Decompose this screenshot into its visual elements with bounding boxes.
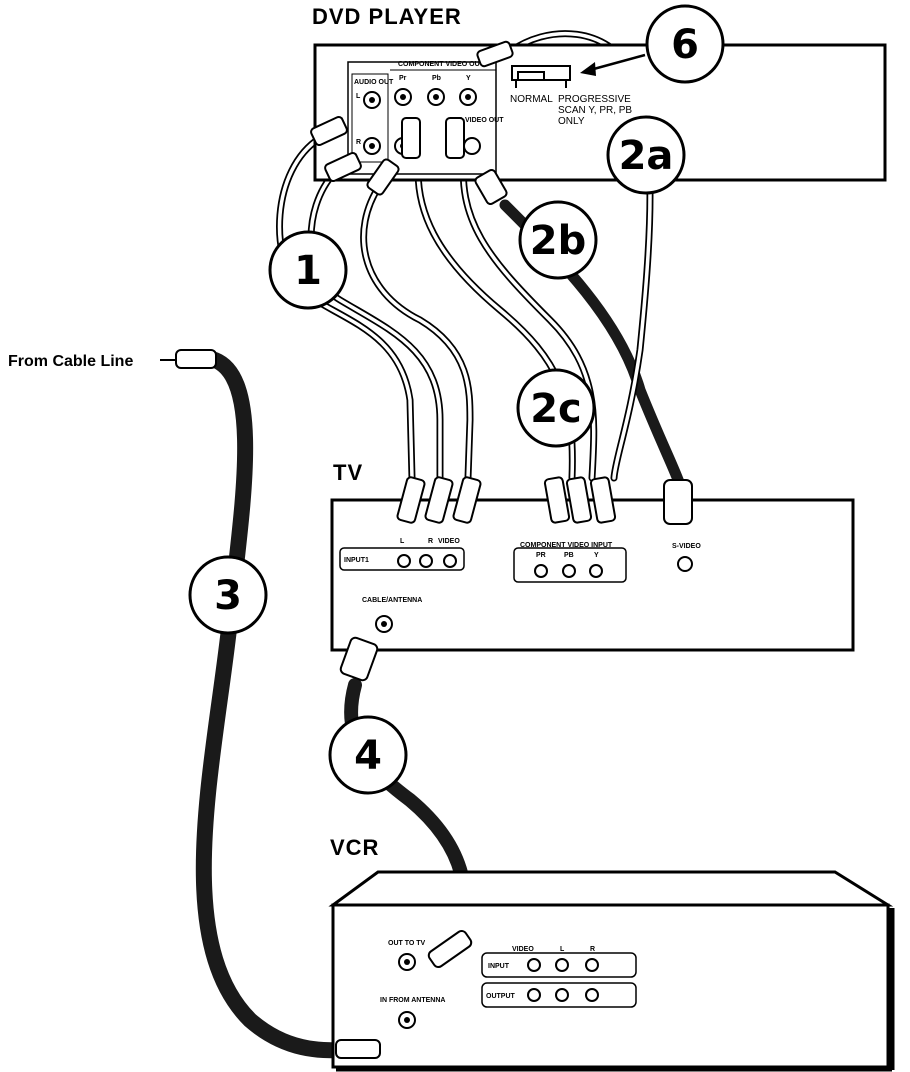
cable-line-source: From Cable Line: [8, 349, 217, 370]
step-2b-number: 2b: [530, 218, 586, 264]
vcr-title: VCR: [330, 835, 379, 860]
tv-video-label: VIDEO: [438, 538, 460, 545]
tv-svideo-jack: [677, 556, 693, 572]
scan-switch: [511, 65, 571, 88]
vcr-input-r-jack: [585, 958, 599, 972]
dvd-audio-r-label: R: [356, 139, 361, 146]
dvd-pr-label: Pr: [399, 75, 407, 82]
tv-pb-jack: [562, 564, 576, 578]
dvd-pb-label: Pb: [432, 75, 441, 82]
dvd-player-title: DVD PLAYER: [312, 4, 462, 29]
step-2a-number: 2a: [619, 133, 674, 179]
vcr-input-label: INPUT: [488, 963, 510, 970]
vcr-input-l-jack: [555, 958, 569, 972]
vcr-l-label: L: [560, 946, 565, 953]
dvd-y-label: Y: [466, 75, 471, 82]
tv-pb-label: PB: [564, 552, 574, 559]
step-4-number: 4: [354, 733, 382, 779]
step-3-badge: 3: [188, 555, 268, 635]
vcr-r-label: R: [590, 946, 595, 953]
tv-pr-label: PR: [536, 552, 546, 559]
step-1-number: 1: [294, 248, 322, 294]
dvd-player: DVD PLAYER COMPONENT VIDEO OUT AUDIO OUT…: [312, 4, 887, 182]
tv-input1-label: INPUT1: [344, 557, 369, 564]
switch-progressive-line2: SCAN Y, PR, PB: [558, 105, 632, 116]
tv-plugs: [339, 476, 693, 682]
tv-component-video-input-label: COMPONENT VIDEO INPUT: [520, 542, 613, 549]
cable-3: [195, 352, 353, 1059]
tv-r-label: R: [428, 538, 433, 545]
step-6-number: 6: [671, 22, 699, 68]
step-badges: 1 2a 2b 2c 3 4 6: [188, 4, 725, 795]
dvd-component-video-out-label: COMPONENT VIDEO OUT: [398, 61, 485, 68]
switch-progressive-line3: ONLY: [558, 116, 585, 127]
vcr-output-l-jack: [555, 988, 569, 1002]
vcr-video-label: VIDEO: [512, 946, 534, 953]
step-2a-badge: 2a: [606, 115, 686, 195]
dvd-audio-out-label: AUDIO OUT: [354, 79, 394, 86]
vcr-output-video-jack: [527, 988, 541, 1002]
tv-cable-antenna-label: CABLE/ANTENNA: [362, 597, 422, 604]
vcr-output-r-jack: [585, 988, 599, 1002]
step-2c-badge: 2c: [516, 368, 596, 448]
tv-y-label: Y: [594, 552, 599, 559]
tv: TV INPUT1 L R VIDEO COMPONENT VIDEO INPU…: [330, 460, 855, 652]
step-2b-badge: 2b: [518, 200, 598, 280]
step-3-number: 3: [214, 573, 242, 619]
step-2c-number: 2c: [530, 386, 582, 432]
from-cable-line-label: From Cable Line: [8, 353, 133, 370]
vcr-output-label: OUTPUT: [486, 993, 516, 1000]
step-4-badge: 4: [328, 715, 408, 795]
tv-title: TV: [333, 460, 363, 485]
tv-input-l-jack: [397, 554, 411, 568]
tv-pr-jack: [534, 564, 548, 578]
vcr: VCR OUT TO TV IN FROM ANTENNA VIDEO L R …: [328, 835, 895, 1072]
step-1-badge: 1: [268, 230, 348, 310]
tv-input-video-jack: [443, 554, 457, 568]
dvd-audio-l-label: L: [356, 93, 361, 100]
tv-input-r-jack: [419, 554, 433, 568]
dvd-svideo-out-label: S-VIDEO OUT: [458, 117, 504, 124]
switch-progressive-line1: PROGRESSIVE: [558, 94, 631, 105]
tv-y-jack: [589, 564, 603, 578]
dvd-svideo-jack: [463, 137, 481, 155]
tv-svideo-label: S-VIDEO: [672, 543, 701, 550]
vcr-out-to-tv-label: OUT TO TV: [388, 940, 426, 947]
switch-normal-label: NORMAL: [510, 94, 553, 105]
step-6-badge: 6: [645, 4, 725, 84]
dvd-plugs: [310, 40, 514, 206]
vcr-input-video-jack: [527, 958, 541, 972]
vcr-in-from-antenna-label: IN FROM ANTENNA: [380, 997, 445, 1004]
vcr-plugs: [335, 929, 473, 1059]
tv-l-label: L: [400, 538, 405, 545]
